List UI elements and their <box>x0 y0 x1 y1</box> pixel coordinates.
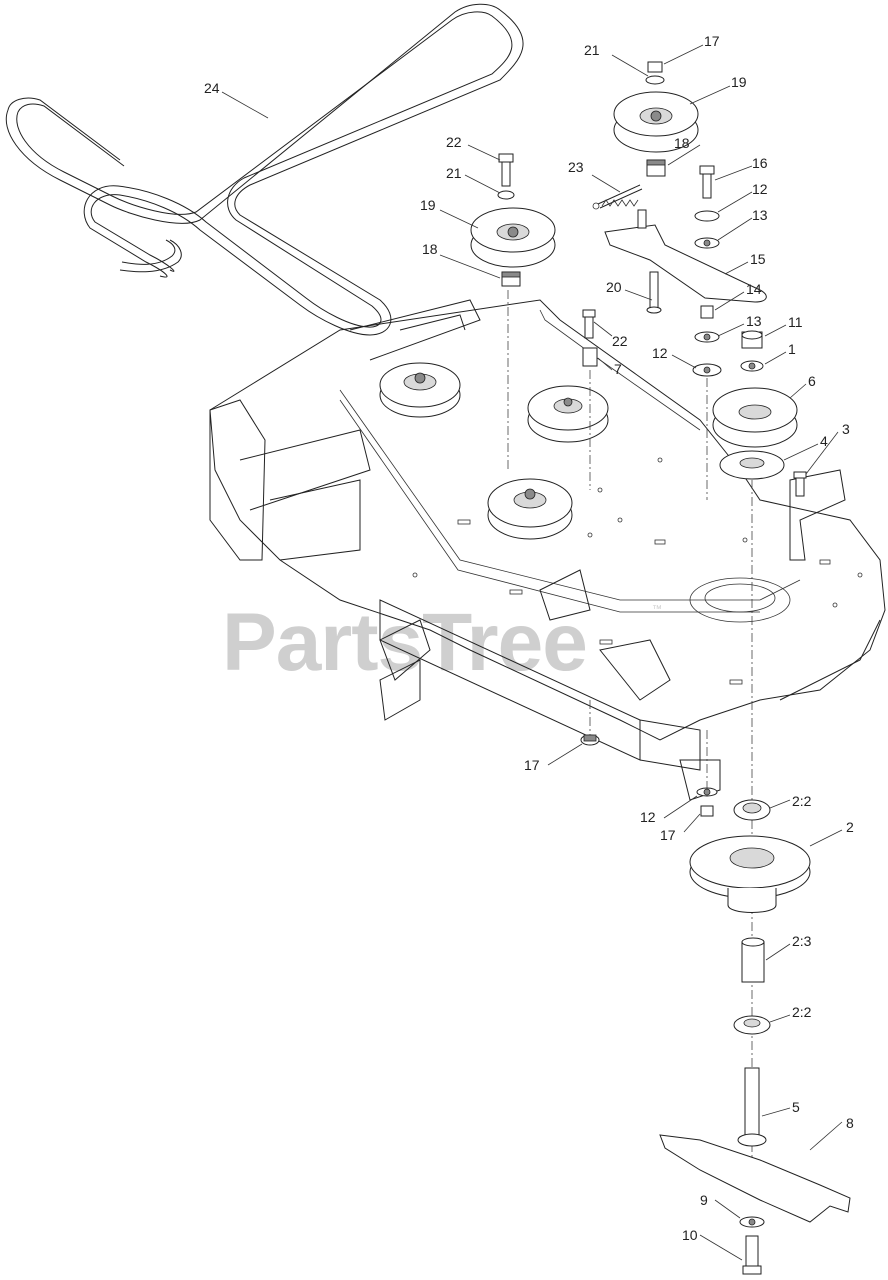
tension-spring <box>592 184 643 210</box>
callout-2-2: 2:2 <box>792 793 812 809</box>
pivot-hardware-stack <box>646 165 722 500</box>
callout-17: 17 <box>524 757 540 773</box>
callout-18: 18 <box>422 241 438 257</box>
callout-21: 21 <box>446 165 462 181</box>
callout-11: 11 <box>788 314 803 330</box>
deck-pulley-left <box>379 362 461 418</box>
callout-5: 5 <box>792 1099 800 1115</box>
under-deck-hardware <box>580 700 718 817</box>
callout-12: 12 <box>752 181 768 197</box>
callout-4: 4 <box>820 433 828 449</box>
leader-lines <box>221 44 843 1261</box>
callout-16: 16 <box>752 155 768 171</box>
idler-arm <box>604 209 767 303</box>
callout-6: 6 <box>808 373 816 389</box>
callout-21: 21 <box>584 42 600 58</box>
callout-12: 12 <box>652 345 668 361</box>
callout-15: 15 <box>750 251 766 267</box>
watermark: PartsTree <box>222 597 587 688</box>
idler-pulley-deck <box>527 385 609 443</box>
callout-2-3: 2:3 <box>792 933 812 949</box>
callout-17: 17 <box>660 827 676 843</box>
callout-17: 17 <box>704 33 720 49</box>
callout-19: 19 <box>420 197 436 213</box>
callout-10: 10 <box>682 1227 698 1243</box>
callout-20: 20 <box>606 279 622 295</box>
callout-23: 23 <box>568 159 584 175</box>
idler-stack-left <box>470 153 556 470</box>
callout-18: 18 <box>674 135 690 151</box>
callout-22: 22 <box>446 134 462 150</box>
callout-22: 22 <box>612 333 628 349</box>
callout-1: 1 <box>788 341 796 357</box>
callout-13: 13 <box>752 207 768 223</box>
idler-stack-right <box>613 61 699 177</box>
deck-pulley-center <box>487 478 573 540</box>
callout-14: 14 <box>746 281 762 297</box>
mower-deck <box>209 299 886 801</box>
callout-labels: 24 21 17 19 22 18 21 23 16 19 12 13 18 1… <box>204 33 854 1243</box>
spindle-pulley-stack <box>712 330 807 1170</box>
callout-24: 24 <box>204 80 220 96</box>
watermark-trademark: ™ <box>652 604 662 615</box>
callout-9: 9 <box>700 1192 708 1208</box>
callout-7: 7 <box>614 361 622 377</box>
callout-8: 8 <box>846 1115 854 1131</box>
callout-13: 13 <box>746 313 762 329</box>
callout-2-2: 2:2 <box>792 1004 812 1020</box>
callout-2: 2 <box>846 819 854 835</box>
bolt-and-spacer <box>582 309 598 490</box>
drive-belt <box>5 3 524 336</box>
spindle-assembly <box>659 799 851 1275</box>
callout-12: 12 <box>640 809 656 825</box>
callout-3: 3 <box>842 421 850 437</box>
callout-19: 19 <box>731 74 747 90</box>
